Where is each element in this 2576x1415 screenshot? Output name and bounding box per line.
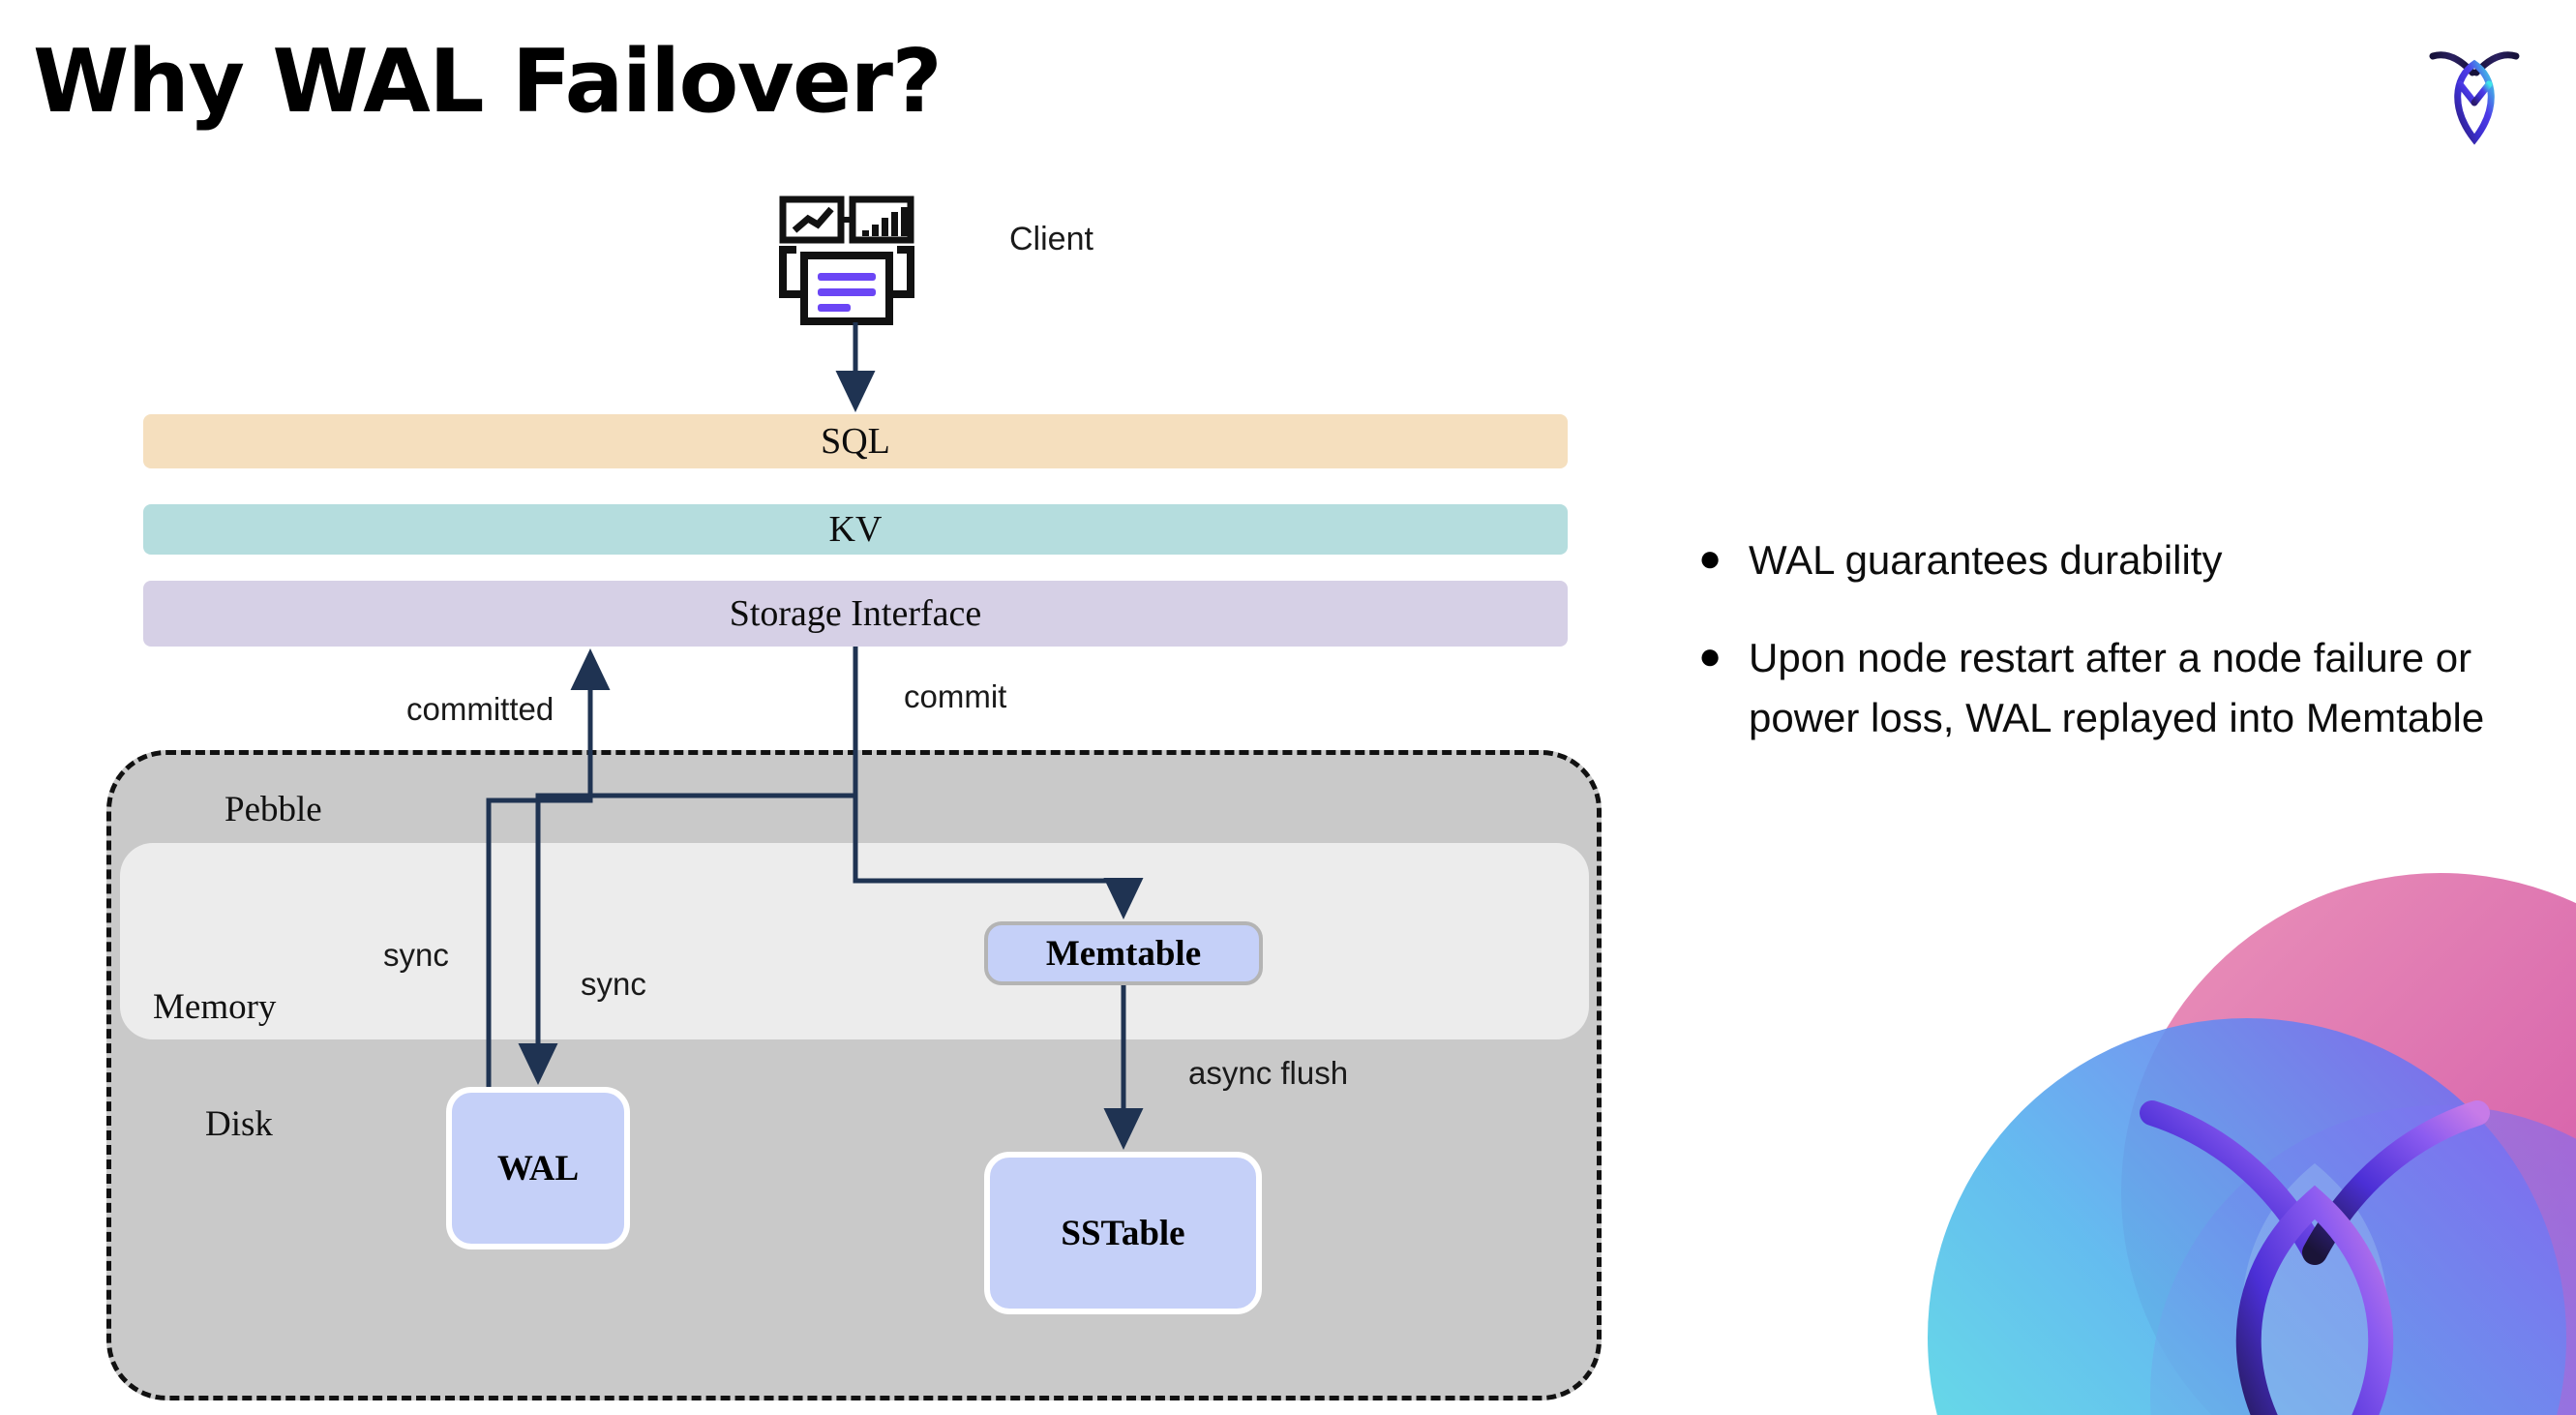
node-label-memtable: Memtable	[1045, 933, 1202, 974]
wal-architecture-diagram: Client SQL KV Storage Interface Pebble M…	[106, 194, 1602, 1400]
node-label-sstable: SSTable	[1061, 1213, 1185, 1253]
node-wal[interactable]: WAL	[446, 1087, 630, 1249]
edge-label-commit: commit	[904, 678, 1007, 714]
edge-label-sync-right: sync	[581, 966, 646, 1002]
bullet-list: ● WAL guarantees durability ● Upon node …	[1698, 530, 2521, 786]
layer-label-kv: KV	[828, 509, 883, 550]
edge-label-sync-left: sync	[383, 937, 449, 973]
edge-label-committed: committed	[406, 691, 554, 727]
layer-label-storage-interface: Storage Interface	[729, 593, 982, 634]
layer-bar-kv: KV	[143, 504, 1568, 555]
page-title: Why WAL Failover?	[33, 31, 943, 133]
memory-label: Memory	[153, 987, 277, 1027]
layer-label-sql: SQL	[821, 421, 890, 462]
bullet-marker-icon: ●	[1698, 635, 1722, 678]
client-monitor-icon	[769, 194, 924, 329]
list-item: ● Upon node restart after a node failure…	[1698, 628, 2521, 747]
bullet-text: Upon node restart after a node failure o…	[1749, 635, 2485, 740]
list-item: ● WAL guarantees durability	[1698, 530, 2521, 589]
node-label-wal: WAL	[496, 1148, 580, 1189]
node-memtable[interactable]: Memtable	[984, 921, 1263, 985]
memory-region	[120, 843, 1589, 1039]
pebble-label: Pebble	[225, 790, 322, 829]
decorative-corner-graphic	[1899, 873, 2576, 1415]
bullet-marker-icon: ●	[1698, 537, 1722, 580]
cockroachdb-logo	[2411, 29, 2537, 155]
client-label: Client	[1009, 221, 1093, 257]
bullet-text: WAL guarantees durability	[1749, 537, 2223, 583]
edge-label-async-flush: async flush	[1188, 1055, 1349, 1091]
disk-label: Disk	[205, 1104, 273, 1144]
node-sstable[interactable]: SSTable	[984, 1152, 1262, 1314]
layer-bar-sql: SQL	[143, 414, 1568, 468]
layer-bar-storage-interface: Storage Interface	[143, 581, 1568, 647]
